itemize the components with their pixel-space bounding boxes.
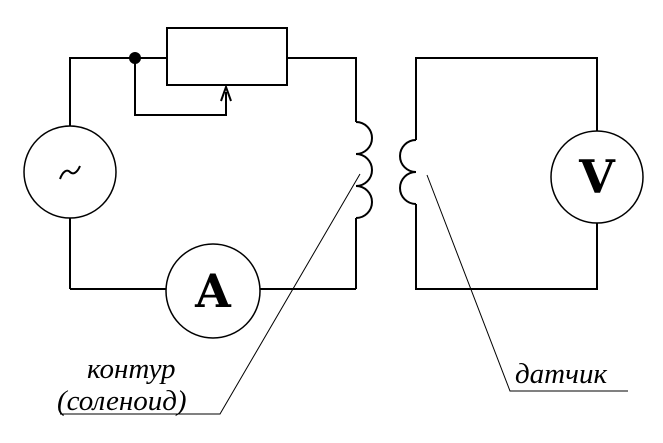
circuit-label-line2: (соленоид) — [57, 385, 187, 417]
sensor-wire-bottom — [415, 204, 598, 290]
secondary-circuit: V — [399, 57, 644, 290]
ammeter: A — [165, 243, 261, 339]
circuit-label-line1: контур — [87, 353, 176, 385]
sensor-coil — [399, 139, 417, 205]
ac-source-symbol — [59, 165, 81, 180]
voltmeter: V — [550, 130, 644, 224]
wire-left-top — [69, 57, 167, 127]
solenoid-coil — [355, 121, 373, 219]
sensor-label-leader — [426, 174, 628, 392]
wire-top-right — [287, 57, 357, 122]
rheostat-bypass-wire — [134, 58, 227, 116]
ammeter-circle — [165, 243, 261, 339]
voltmeter-letter: V — [578, 150, 616, 204]
voltmeter-circle — [550, 130, 644, 224]
sensor-label-text: датчик — [515, 358, 607, 390]
circuit-label-leader — [60, 173, 361, 415]
ac-source — [23, 125, 117, 219]
sensor-wire-top — [415, 57, 598, 140]
sensor-label: датчик — [426, 174, 628, 392]
rheostat — [166, 27, 288, 86]
rheostat-slider-arrow — [220, 84, 232, 102]
primary-circuit: A — [23, 27, 373, 339]
ammeter-letter: A — [194, 264, 232, 318]
circuit-label: контур (соленоид) — [57, 173, 361, 417]
